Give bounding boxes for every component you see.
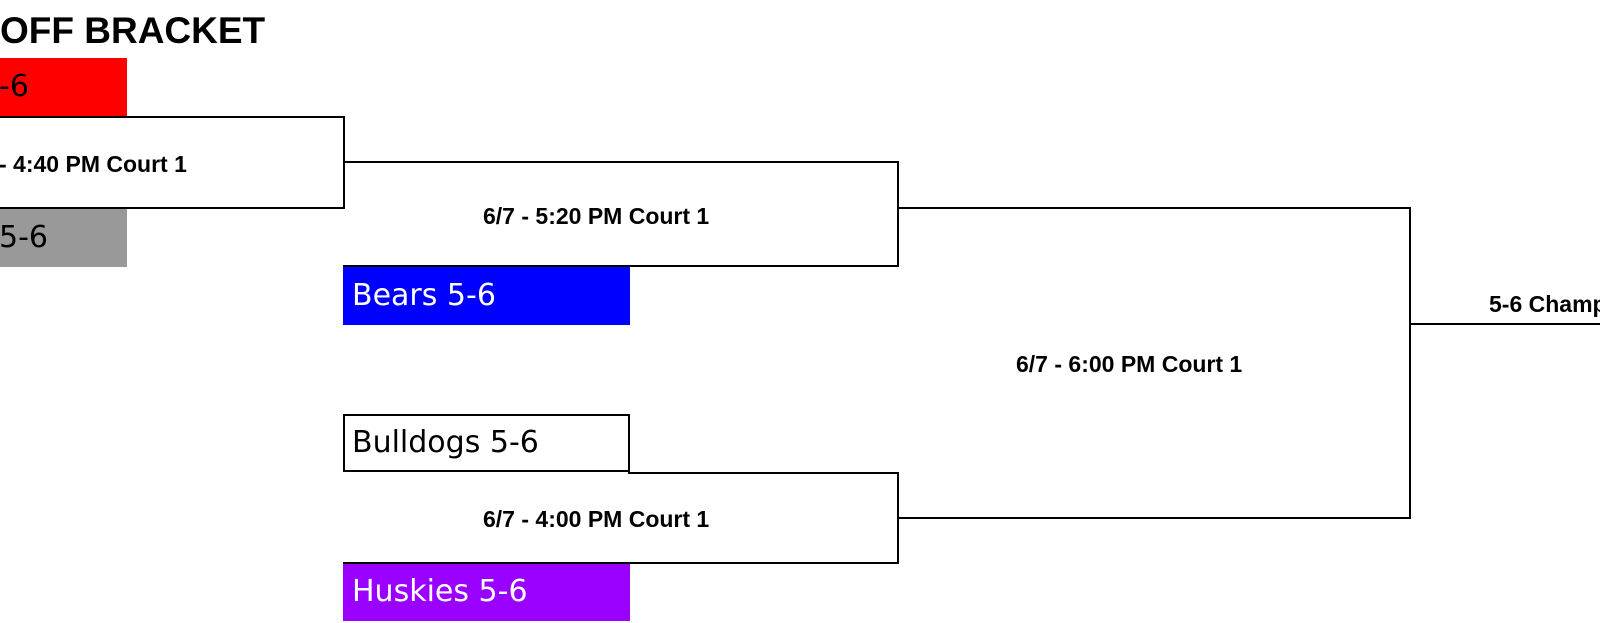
bracket-line bbox=[1409, 323, 1600, 325]
team-label: Bears 5-6 bbox=[352, 278, 496, 313]
game-label-semifinal-bottom: 6/7 - 4:00 PM Court 1 bbox=[483, 506, 710, 532]
bracket-line bbox=[0, 207, 345, 209]
bracket-title: AYOFF BRACKET bbox=[0, 10, 266, 51]
bracket-line bbox=[897, 161, 899, 267]
bracket-line bbox=[343, 161, 899, 163]
team-slot-red: -6 bbox=[0, 58, 127, 116]
game-label-semifinal-top: 6/7 - 5:20 PM Court 1 bbox=[483, 203, 710, 229]
team-label: Huskies 5-6 bbox=[352, 574, 528, 609]
bracket-line bbox=[628, 472, 899, 474]
team-slot-huskies: Huskies 5-6 bbox=[343, 563, 630, 621]
team-label: Bulldogs 5-6 bbox=[352, 425, 539, 460]
bracket-line bbox=[343, 265, 899, 267]
championship-label: 5-6 Champion bbox=[1489, 291, 1600, 317]
team-slot-gray: 5-6 bbox=[0, 209, 127, 267]
team-slot-bears: Bears 5-6 bbox=[343, 267, 630, 325]
bracket-line bbox=[897, 207, 1411, 209]
team-slot-bulldogs: Bulldogs 5-6 bbox=[343, 414, 630, 472]
game-label-final: 6/7 - 6:00 PM Court 1 bbox=[1016, 351, 1243, 377]
bracket-line bbox=[0, 116, 345, 118]
team-label: -6 bbox=[0, 69, 29, 104]
bracket-line bbox=[1409, 207, 1411, 519]
team-label: 5-6 bbox=[0, 220, 48, 255]
bracket-line bbox=[343, 562, 899, 564]
game-label-round1: - 4:40 PM Court 1 bbox=[0, 151, 187, 177]
bracket-line bbox=[897, 517, 1411, 519]
